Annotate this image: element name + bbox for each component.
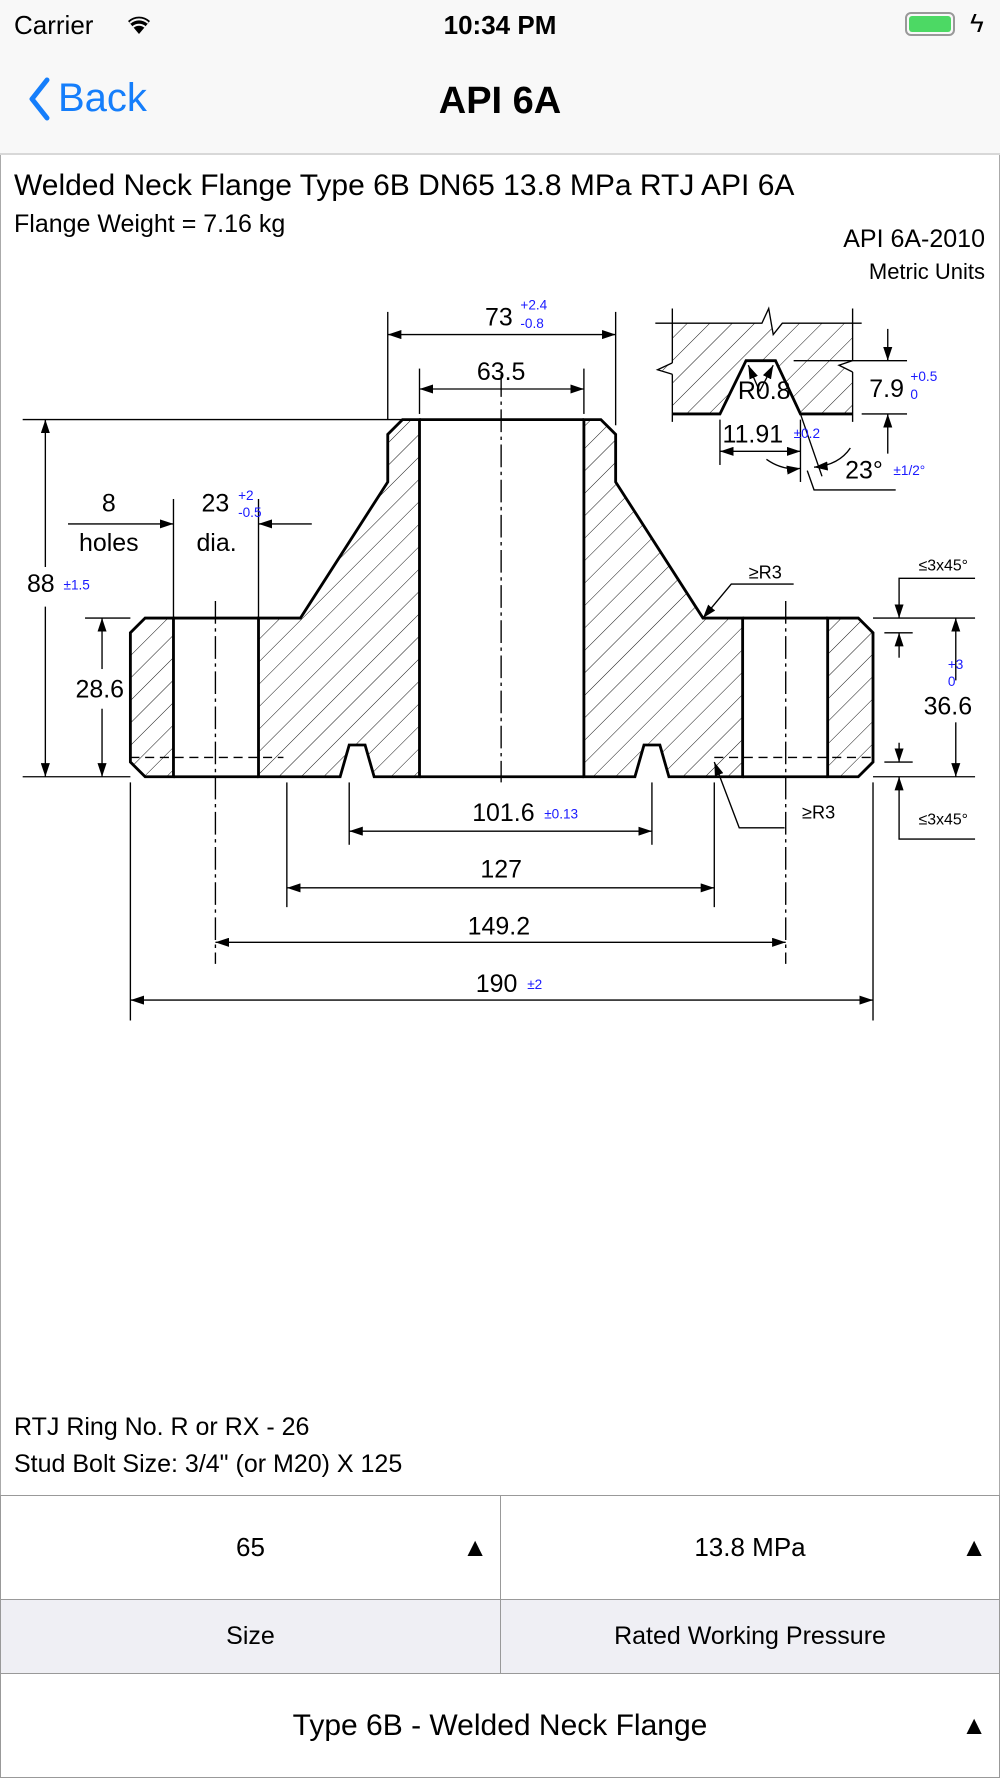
- pressure-label: Rated Working Pressure: [500, 1599, 1000, 1674]
- battery-icon: [905, 12, 955, 36]
- pressure-picker[interactable]: 13.8 MPa ▲: [500, 1495, 1000, 1600]
- wifi-icon: [128, 16, 150, 34]
- status-bar: Carrier 10:34 PM ϟ: [0, 0, 1000, 52]
- back-button[interactable]: Back: [28, 76, 147, 121]
- rtj-ring-info: RTJ Ring No. R or RX - 26: [14, 1413, 310, 1441]
- flange-type-picker[interactable]: Type 6B - Welded Neck Flange ▲: [0, 1673, 1000, 1778]
- standard-label: API 6A-2010: [843, 225, 985, 253]
- flange-type-value: Type 6B - Welded Neck Flange: [292, 1708, 708, 1742]
- stud-bolt-info: Stud Bolt Size: 3/4" (or M20) X 125: [14, 1450, 403, 1478]
- navigation-bar: Back API 6A: [0, 52, 1000, 155]
- back-label: Back: [58, 76, 147, 120]
- page-title: API 6A: [438, 80, 562, 122]
- charging-icon: ϟ: [970, 8, 984, 38]
- flange-detail: Welded Neck Flange Type 6B DN65 13.8 MPa…: [0, 155, 1000, 1495]
- status-time: 10:34 PM: [443, 10, 557, 40]
- size-label: Size: [0, 1599, 501, 1674]
- carrier-label: Carrier: [14, 10, 94, 40]
- chevron-left-icon: [29, 77, 50, 120]
- triangle-up-icon: ▲: [961, 1710, 987, 1740]
- flange-title: Welded Neck Flange Type 6B DN65 13.8 MPa…: [14, 169, 795, 202]
- pressure-value: 13.8 MPa: [694, 1532, 806, 1562]
- size-picker[interactable]: 65 ▲: [0, 1495, 501, 1600]
- triangle-up-icon: ▲: [462, 1532, 488, 1562]
- flange-weight: Flange Weight = 7.16 kg: [14, 210, 286, 238]
- triangle-up-icon: ▲: [961, 1532, 987, 1562]
- size-value: 65: [236, 1532, 265, 1562]
- units-label: Metric Units: [868, 259, 985, 284]
